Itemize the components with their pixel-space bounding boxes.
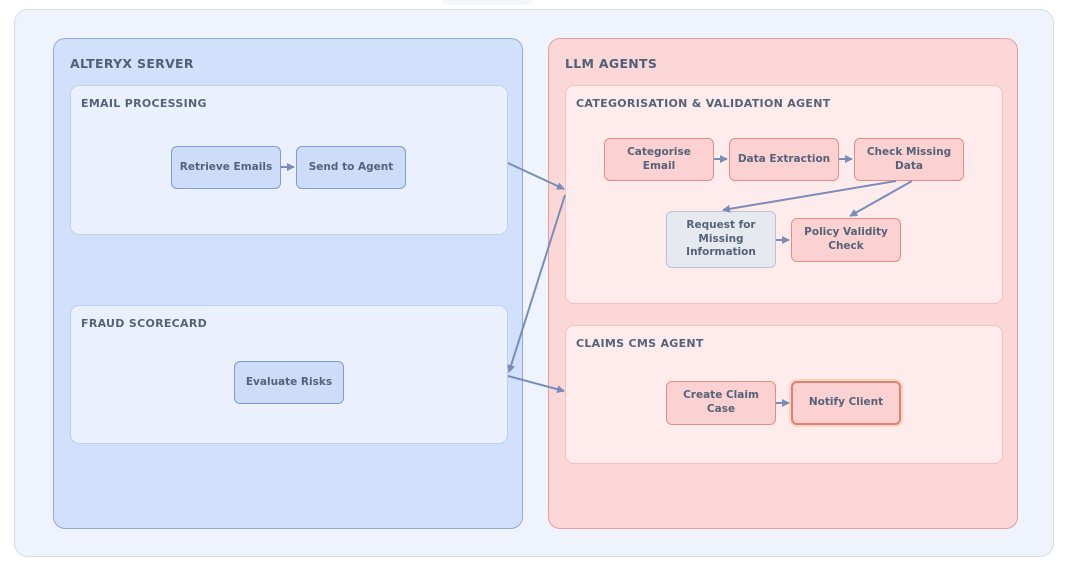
subgroup-categorisation-agent: CATEGORISATION & VALIDATION AGENT [565, 85, 1003, 304]
subgroup-title-categorisation: CATEGORISATION & VALIDATION AGENT [576, 97, 831, 110]
node-create-claim-case[interactable]: Create Claim Case [666, 381, 776, 425]
node-check-missing-data[interactable]: Check Missing Data [854, 138, 964, 181]
node-policy-validity-check[interactable]: Policy Validity Check [791, 218, 901, 262]
subgroup-email-processing: EMAIL PROCESSING [70, 85, 508, 235]
node-send-to-agent[interactable]: Send to Agent [296, 146, 406, 189]
subgroup-title-email-processing: EMAIL PROCESSING [81, 97, 207, 110]
top-tab [442, 0, 532, 5]
node-request-missing-information[interactable]: Request for Missing Information [666, 211, 776, 268]
subgroup-claims-cms-agent: CLAIMS CMS AGENT [565, 325, 1003, 464]
node-categorise-email[interactable]: Categorise Email [604, 138, 714, 181]
node-data-extraction[interactable]: Data Extraction [729, 138, 839, 181]
subgroup-title-fraud-scorecard: FRAUD SCORECARD [81, 317, 208, 330]
group-title-llm: LLM AGENTS [565, 56, 658, 71]
subgroup-title-claims-cms: CLAIMS CMS AGENT [576, 337, 704, 350]
node-notify-client[interactable]: Notify Client [791, 381, 901, 425]
node-retrieve-emails[interactable]: Retrieve Emails [171, 146, 281, 189]
node-evaluate-risks[interactable]: Evaluate Risks [234, 361, 344, 404]
group-title-alteryx: ALTERYX SERVER [70, 56, 194, 71]
